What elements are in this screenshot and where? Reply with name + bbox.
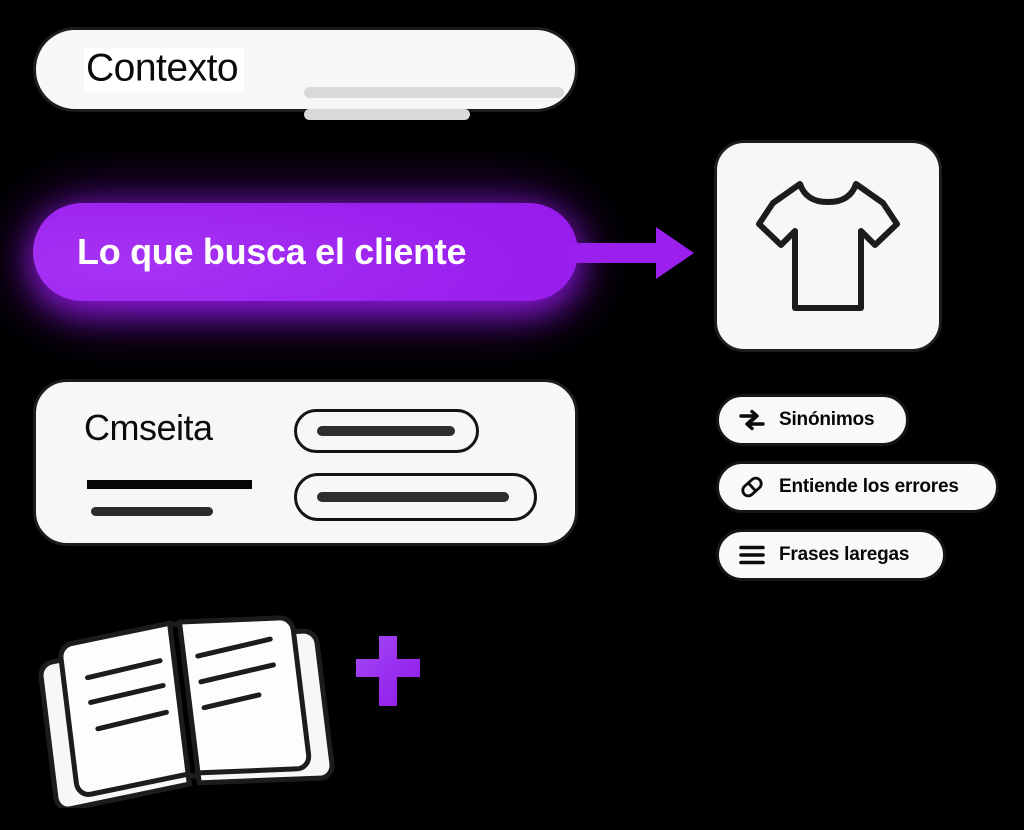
open-book-icon — [38, 615, 335, 808]
context-ghost-line — [304, 87, 564, 98]
plus-icon — [356, 636, 420, 706]
eraser-icon — [739, 474, 765, 500]
feature-chip-typos[interactable]: Entiende los errores — [716, 461, 999, 513]
feature-chip-label: Entiende los errores — [779, 476, 959, 497]
result-pill-field[interactable] — [294, 409, 479, 453]
feature-chip-label: Frases laregas — [779, 544, 910, 565]
arrow-right-icon — [568, 227, 694, 279]
result-pill-bar — [317, 492, 509, 502]
sort-arrows-icon — [739, 407, 765, 433]
feature-chip-synonyms[interactable]: Sinónimos — [716, 394, 909, 446]
t-shirt-icon — [756, 181, 900, 311]
context-bar[interactable]: Contexto — [33, 27, 578, 120]
result-pill-field[interactable] — [294, 473, 537, 521]
result-label: Cmseita — [84, 407, 213, 448]
result-rule-thin — [91, 507, 213, 516]
customer-intent-label: Lo que busca el cliente — [77, 231, 467, 272]
product-card[interactable] — [714, 140, 942, 352]
context-label: Contexto — [84, 47, 245, 92]
menu-lines-icon — [739, 542, 765, 568]
feature-chip-label: Sinónimos — [779, 409, 875, 430]
feature-chip-long-phrases[interactable]: Frases laregas — [716, 529, 946, 581]
result-pill-bar — [317, 426, 455, 436]
customer-intent-button[interactable]: Lo que busca el cliente — [33, 203, 578, 301]
context-ghost-line — [304, 109, 470, 120]
result-rule-thick — [87, 480, 252, 489]
result-card[interactable]: Cmseita — [33, 379, 578, 546]
